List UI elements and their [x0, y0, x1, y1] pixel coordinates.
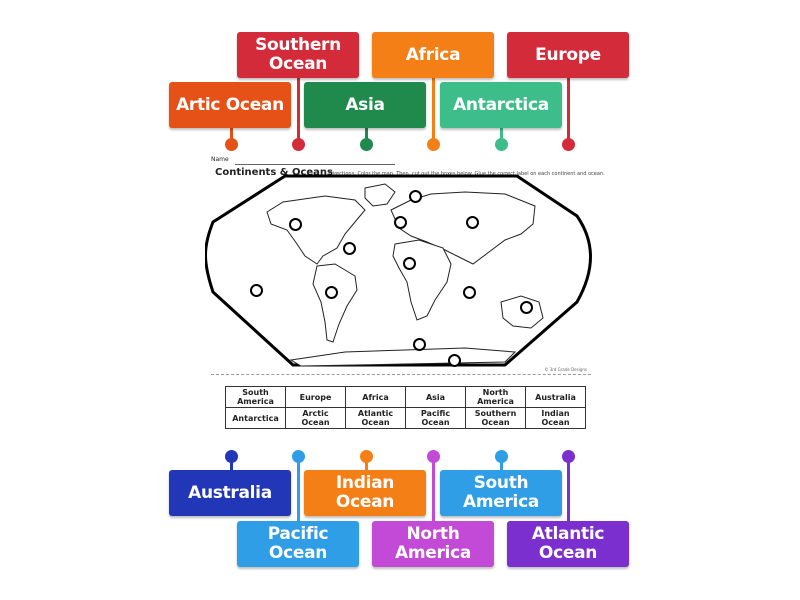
pin-line — [297, 456, 300, 524]
label-table: South America Europe Africa Asia North A… — [225, 386, 586, 429]
pin-dot[interactable] — [225, 450, 238, 463]
drop-target[interactable] — [325, 286, 338, 299]
pin-line — [432, 456, 435, 524]
pin-dot[interactable] — [292, 138, 305, 151]
label-australia[interactable]: Australia — [169, 470, 291, 516]
pin-dot[interactable] — [495, 138, 508, 151]
label-text: Antarctica — [453, 94, 549, 115]
table-cell: Asia — [405, 386, 466, 408]
pin-dot[interactable] — [292, 450, 305, 463]
table-cell: Pacific Ocean — [405, 407, 466, 429]
drop-target[interactable] — [520, 301, 533, 314]
pin-dot[interactable] — [225, 138, 238, 151]
label-text: Pacific Ocean — [267, 524, 329, 563]
table-cell: Atlantic Ocean — [345, 407, 406, 429]
drop-target[interactable] — [403, 257, 416, 270]
pin-dot[interactable] — [562, 450, 575, 463]
pin-line — [500, 456, 503, 474]
pin-line — [230, 456, 233, 474]
label-indian-ocean[interactable]: Indian Ocean — [304, 470, 426, 516]
label-africa[interactable]: Africa — [372, 32, 494, 78]
pin-line — [500, 126, 503, 144]
label-text: Asia — [345, 94, 385, 115]
pin-dot[interactable] — [360, 138, 373, 151]
pin-dot[interactable] — [360, 450, 373, 463]
label-southern-ocean[interactable]: Southern Ocean — [237, 32, 359, 78]
pin-dot[interactable] — [427, 450, 440, 463]
drop-target[interactable] — [394, 216, 407, 229]
label-europe[interactable]: Europe — [507, 32, 629, 78]
pin-line — [365, 126, 368, 144]
table-cell: North America — [465, 386, 526, 408]
name-label: Name — [211, 156, 229, 163]
table-cell: Indian Ocean — [525, 407, 586, 429]
credit-text: © 3rd Grade Designs — [544, 367, 587, 372]
south-america-shape — [312, 263, 358, 343]
greenland-shape — [364, 183, 396, 207]
label-atlantic-ocean[interactable]: Atlantic Ocean — [507, 521, 629, 567]
pin-line — [297, 76, 300, 144]
label-pacific-ocean[interactable]: Pacific Ocean — [237, 521, 359, 567]
pin-line — [432, 76, 435, 144]
table-cell: Australia — [525, 386, 586, 408]
label-artic-ocean[interactable]: Artic Ocean — [169, 82, 291, 128]
worksheet-directions: Directions: Color the map. Then, cut out… — [329, 171, 605, 177]
pin-line — [365, 456, 368, 474]
label-text: Europe — [535, 44, 601, 65]
table-cell: Europe — [285, 386, 346, 408]
label-text: Artic Ocean — [176, 94, 284, 115]
worksheet-title: Continents & Oceans — [215, 167, 334, 178]
pin-line — [230, 126, 233, 144]
label-south-america[interactable]: South America — [440, 470, 562, 516]
name-line — [235, 164, 395, 165]
pin-dot[interactable] — [495, 450, 508, 463]
north-america-shape — [266, 195, 366, 265]
worksheet-image: Name Continents & Oceans Directions: Col… — [205, 152, 605, 437]
table-cell: Southern Ocean — [465, 407, 526, 429]
label-text: Australia — [188, 482, 272, 503]
label-text: Africa — [405, 44, 461, 65]
label-text: Southern Ocean — [255, 35, 341, 74]
drop-target[interactable] — [409, 190, 422, 203]
drop-target[interactable] — [289, 218, 302, 231]
pin-dot[interactable] — [427, 138, 440, 151]
label-text: North America — [394, 524, 472, 563]
drop-target[interactable] — [343, 242, 356, 255]
table-cell: Africa — [345, 386, 406, 408]
world-map — [205, 174, 592, 367]
label-north-america[interactable]: North America — [372, 521, 494, 567]
pin-dot[interactable] — [562, 138, 575, 151]
label-asia[interactable]: Asia — [304, 82, 426, 128]
label-antarctica[interactable]: Antarctica — [440, 82, 562, 128]
drop-target[interactable] — [413, 338, 426, 351]
drop-target[interactable] — [250, 284, 263, 297]
label-text: Atlantic Ocean — [531, 524, 605, 563]
table-cell: Arctic Ocean — [285, 407, 346, 429]
drop-target[interactable] — [448, 354, 461, 367]
table-cell: South America — [225, 386, 286, 408]
drop-target[interactable] — [463, 286, 476, 299]
pin-line — [567, 76, 570, 144]
drop-target[interactable] — [466, 216, 479, 229]
label-text: Indian Ocean — [335, 473, 395, 512]
europe-asia-shape — [390, 191, 536, 265]
map-frame — [205, 174, 592, 367]
label-text: South America — [462, 473, 540, 512]
cut-line — [211, 374, 591, 375]
table-cell: Antarctica — [225, 407, 286, 429]
pin-line — [567, 456, 570, 524]
